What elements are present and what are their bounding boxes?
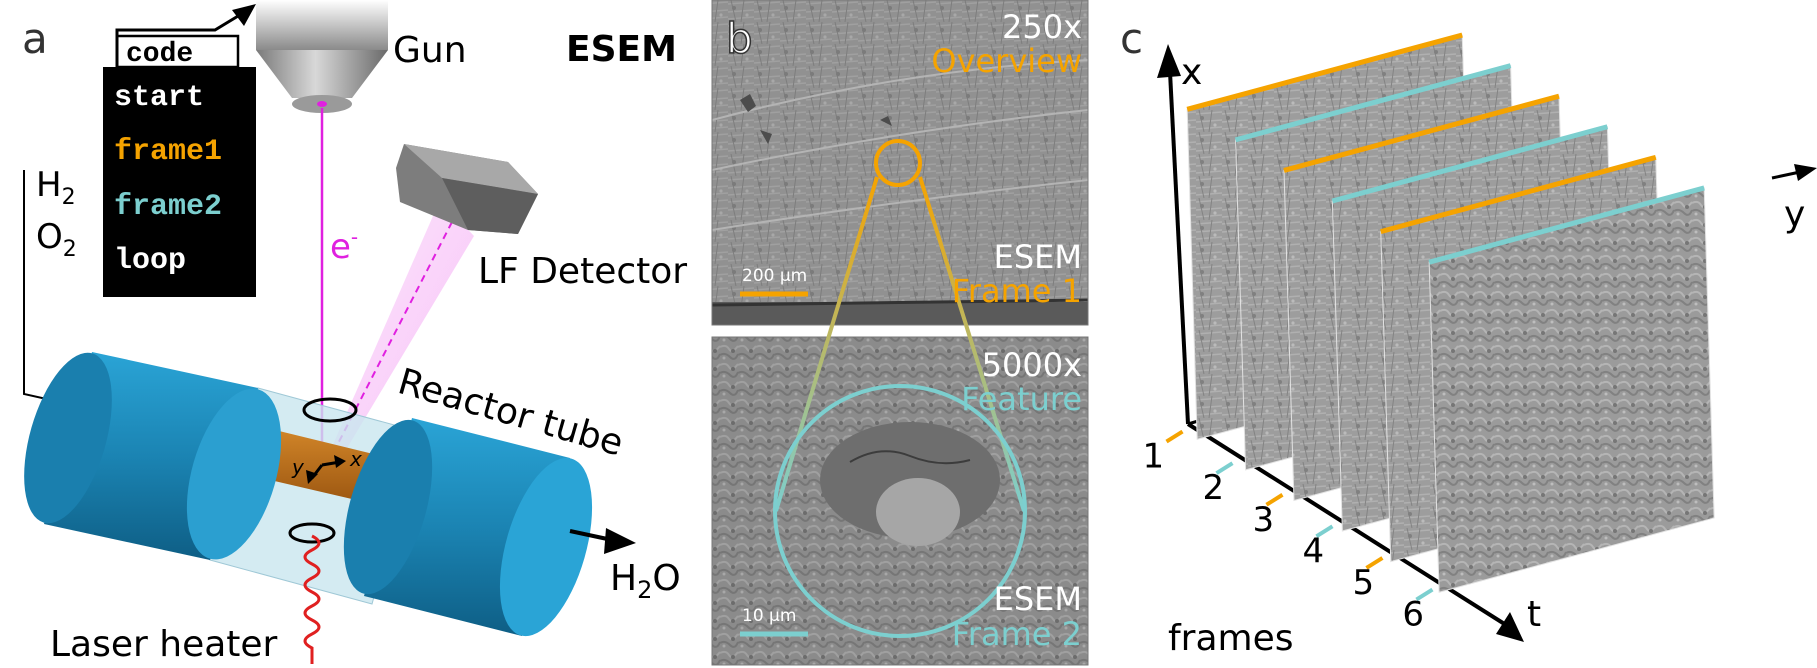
local-x-label: x	[349, 447, 362, 471]
gas-o2-label: O2	[36, 217, 77, 262]
bottom-scale-label: 10 µm	[742, 606, 796, 626]
lf-detector-face	[442, 178, 538, 234]
gun-label: Gun	[393, 30, 467, 71]
axis-y-arrow-icon	[1794, 164, 1817, 181]
local-x-arrow-icon	[334, 455, 346, 468]
axis-x-arrow-icon	[1157, 44, 1181, 78]
right-cylinder-end	[499, 457, 593, 637]
code-box	[103, 67, 256, 297]
panel-a: a code start frame1 frame2 loop Gun ESEM…	[22, 0, 687, 665]
panel-b-letter: b	[726, 14, 753, 63]
frame-number-label: 4	[1302, 531, 1324, 571]
gun-aperture	[317, 101, 327, 107]
code-line-start: start	[114, 81, 204, 115]
esem-label: ESEM	[566, 29, 677, 70]
axis-t-label: t	[1527, 594, 1541, 635]
zoom-source-circle	[874, 139, 922, 187]
axis-x-label: x	[1181, 52, 1202, 93]
top-instrument-label: ESEM	[994, 238, 1082, 276]
frame-number-label: 2	[1202, 468, 1224, 508]
frame-number-label: 5	[1352, 563, 1374, 603]
bottom-instrument-label: ESEM	[994, 580, 1082, 618]
water-outlet-line	[569, 529, 613, 542]
frame-top-edge	[1380, 154, 1657, 235]
frame-top-edge	[1234, 63, 1512, 143]
bottom-mode-label: Feature	[961, 380, 1082, 418]
top-mode-label: Overview	[931, 42, 1082, 80]
code-line-frame1: frame1	[114, 135, 222, 169]
zoom-target-circle	[773, 384, 1027, 638]
frame-top-edge	[1283, 93, 1560, 173]
left-cylinder-end	[186, 388, 282, 560]
local-y-label: y	[291, 455, 305, 479]
water-label: H2O	[610, 558, 681, 604]
sem-overview-image	[712, 0, 1088, 325]
frame-tick	[1365, 556, 1384, 570]
top-frame-label: Frame 1	[952, 272, 1082, 310]
axis-y-label: y	[1784, 194, 1805, 235]
frames-label: frames	[1168, 618, 1294, 659]
frame-top-edge	[1428, 185, 1705, 265]
gas-h2-label: H2	[36, 165, 76, 210]
frame-tick	[1315, 524, 1334, 539]
axis-x-line	[1168, 71, 1190, 425]
panel-b: b 250x Overview ESEM Frame 1 200 µm 5000…	[711, 0, 1089, 666]
frame-number-label: 6	[1402, 595, 1424, 635]
electron-label: e-	[330, 225, 358, 267]
axis-t-arrow-icon	[1496, 612, 1524, 642]
frame-tick	[1215, 461, 1234, 475]
gun-cone	[256, 50, 388, 98]
frame-tick	[1265, 493, 1284, 507]
panel-a-letter: a	[22, 14, 48, 63]
sem-feature-pit	[820, 422, 1000, 546]
top-mag-label: 250x	[1002, 8, 1082, 46]
frame-number-label: 1	[1142, 437, 1164, 477]
zoom-line-right	[918, 176, 1026, 512]
glass-ring-top	[302, 397, 358, 423]
bottom-frame-label: Frame 2	[952, 615, 1082, 653]
frame-number-label: 3	[1252, 500, 1274, 540]
frame-tick	[1165, 429, 1184, 444]
glass-ring-bottom	[288, 522, 336, 544]
code-line-loop: loop	[114, 244, 186, 278]
local-y-arrow-icon	[306, 470, 318, 484]
detector-cone	[324, 200, 474, 470]
left-cylinder-back	[24, 352, 112, 524]
code-tab	[115, 34, 240, 69]
detector-label: LF Detector	[478, 251, 687, 292]
frame-top-edge	[1186, 32, 1463, 112]
frame-tick	[1415, 587, 1434, 602]
gun-column	[256, 0, 388, 50]
water-outlet-arrow-icon	[604, 528, 636, 554]
heater-label: Laser heater	[50, 624, 278, 665]
right-cylinder-start	[343, 419, 433, 595]
frame-stack	[1186, 32, 1715, 593]
code-trigger-arrow	[115, 8, 249, 67]
laser-heater-wave	[303, 534, 321, 664]
panel-c-letter: c	[1120, 14, 1143, 63]
frame-shade	[1429, 187, 1715, 593]
lf-detector-top	[404, 144, 538, 194]
arrow-head-icon	[232, 4, 256, 26]
frame-6	[1428, 185, 1715, 593]
bottom-mag-label: 5000x	[982, 346, 1082, 384]
zoom-line-left	[774, 176, 879, 512]
axis-y-line	[1771, 170, 1801, 180]
code-line-frame2: frame2	[114, 190, 222, 224]
detector-signal-line	[327, 221, 453, 464]
top-scale-label: 200 µm	[742, 266, 807, 286]
code-tab-label: code	[126, 39, 193, 70]
frame-top-edge	[1331, 124, 1609, 204]
